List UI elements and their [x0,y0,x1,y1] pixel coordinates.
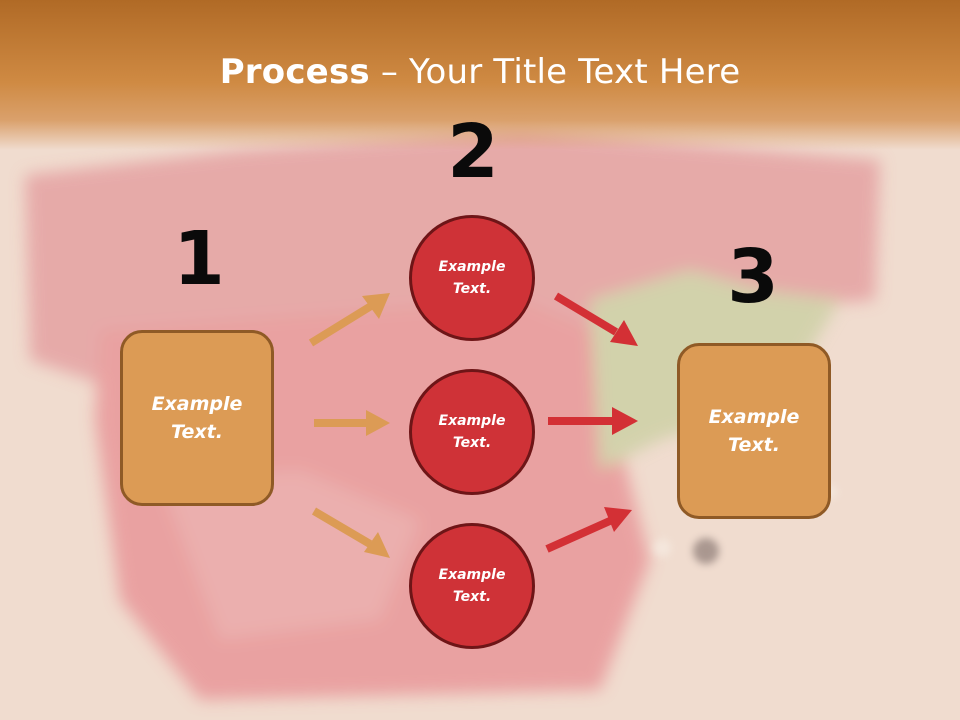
slide-title: Process – Your Title Text Here [0,52,960,92]
title-band [0,0,960,150]
step-1-number: 1 [173,216,225,302]
arrow-middle-to-3 [548,407,638,435]
step-3-number: 3 [727,234,779,320]
step-2-text-middle: Example Text. [438,412,506,451]
step-2-circle-top: Example Text. [409,215,535,341]
step-2-text-top: Example Text. [438,258,506,297]
step-2-circle-middle: Example Text. [409,369,535,495]
arrow-top-to-3 [553,292,638,346]
step-2-circle-bottom: Example Text. [409,523,535,649]
arrow-1-to-top [308,293,390,347]
step-3-box: Example Text. [677,343,831,519]
step-1-text: Example Text. [151,392,243,444]
arrow-1-to-middle [314,410,390,436]
arrow-1-to-bottom [311,507,390,558]
step-1-box: Example Text. [120,330,274,506]
title-bold: Process [219,52,370,92]
step-2-number: 2 [447,109,499,195]
step-3-text: Example Text. [708,405,800,457]
title-rest: – Your Title Text Here [369,52,741,92]
arrow-bottom-to-3 [545,507,632,553]
step-2-text-bottom: Example Text. [438,566,506,605]
